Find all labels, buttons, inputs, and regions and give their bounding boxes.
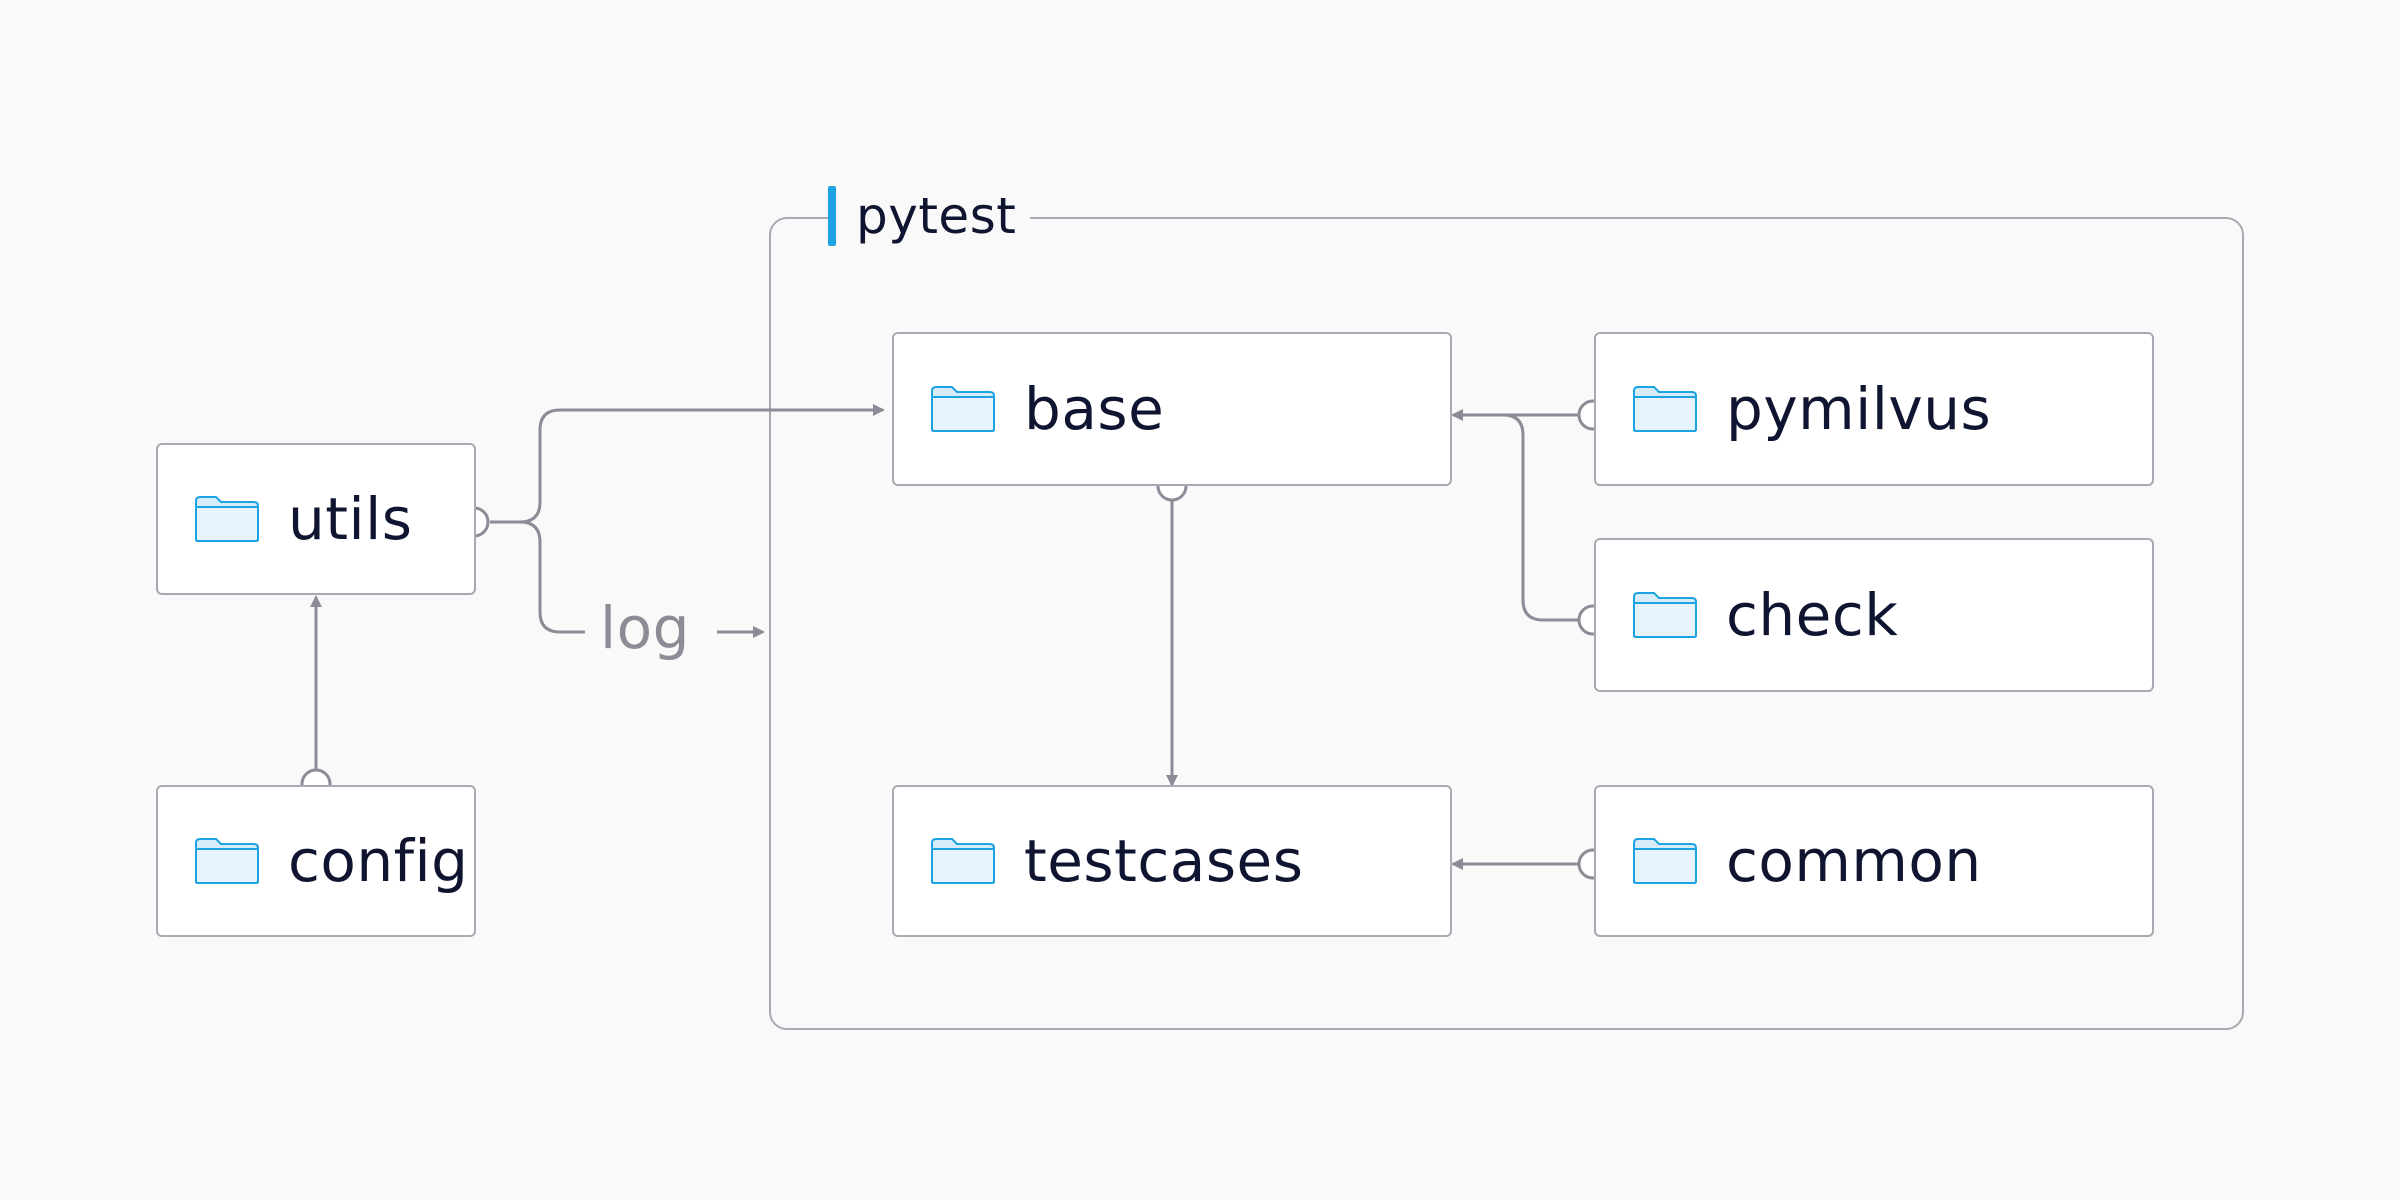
folder-icon bbox=[195, 496, 259, 542]
folder-icon bbox=[1633, 386, 1697, 432]
node-label: check bbox=[1726, 581, 1899, 649]
edge-utils-base bbox=[490, 404, 885, 524]
edge-check-base bbox=[1480, 413, 1578, 622]
node-label: config bbox=[288, 827, 469, 895]
folder-icon bbox=[931, 386, 995, 432]
folder-icon bbox=[195, 838, 259, 884]
node-base[interactable]: base bbox=[892, 332, 1452, 486]
node-pymilvus[interactable]: pymilvus bbox=[1594, 332, 2154, 486]
node-utils[interactable]: utils bbox=[156, 443, 476, 595]
pytest-group-title: pytest bbox=[828, 186, 1031, 246]
node-label: base bbox=[1024, 375, 1165, 443]
folder-icon bbox=[1633, 838, 1697, 884]
node-common[interactable]: common bbox=[1594, 785, 2154, 937]
node-testcases[interactable]: testcases bbox=[892, 785, 1452, 937]
group-accent-bar bbox=[828, 186, 836, 246]
node-config[interactable]: config bbox=[156, 785, 476, 937]
node-label: common bbox=[1726, 827, 1982, 895]
pytest-group bbox=[769, 217, 2244, 1030]
pytest-group-label: pytest bbox=[856, 187, 1017, 245]
node-label: pymilvus bbox=[1726, 375, 1992, 443]
edge-label-log: log bbox=[600, 594, 690, 662]
node-label: utils bbox=[288, 485, 413, 553]
node-label: testcases bbox=[1024, 827, 1304, 895]
node-check[interactable]: check bbox=[1594, 538, 2154, 692]
edge-utils-log bbox=[490, 520, 585, 634]
folder-icon bbox=[931, 838, 995, 884]
folder-icon bbox=[1633, 592, 1697, 638]
